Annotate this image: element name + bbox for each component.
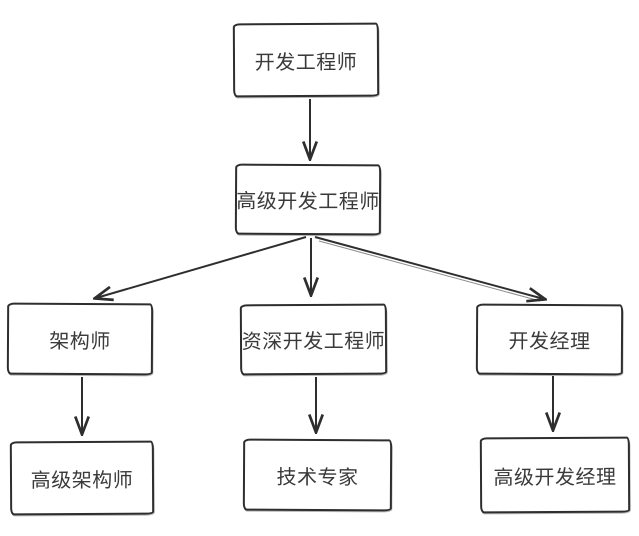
node-staff-dev-engineer: 资深开发工程师: [239, 303, 388, 376]
node-dev-manager-label: 开发经理: [508, 330, 591, 354]
node-architect-label: 架构师: [49, 330, 111, 353]
node-dev-engineer: 开发工程师: [232, 22, 380, 98]
node-senior-dev-engineer: 高级开发工程师: [234, 163, 382, 236]
node-dev-engineer-label: 开发工程师: [254, 51, 358, 74]
node-tech-expert-label: 技术专家: [276, 466, 359, 489]
node-senior-dev-manager-label: 高级开发经理: [493, 466, 617, 489]
node-senior-dev-engineer-label: 高级开发工程师: [236, 190, 380, 214]
edge-senior-dev-to-dev-manager-sketch-stroke: [318, 240, 541, 302]
node-senior-dev-manager: 高级开发经理: [479, 436, 631, 514]
node-staff-dev-engineer-label: 资深开发工程师: [241, 330, 386, 354]
node-dev-manager: 开发经理: [475, 303, 624, 376]
node-senior-architect: 高级架构师: [9, 440, 155, 516]
edge-senior-dev-to-architect: [96, 236, 307, 298]
node-tech-expert: 技术专家: [242, 438, 393, 512]
node-senior-architect-label: 高级架构师: [30, 469, 134, 492]
edge-senior-dev-to-dev-manager: [314, 236, 544, 299]
node-architect: 架构师: [6, 302, 154, 376]
